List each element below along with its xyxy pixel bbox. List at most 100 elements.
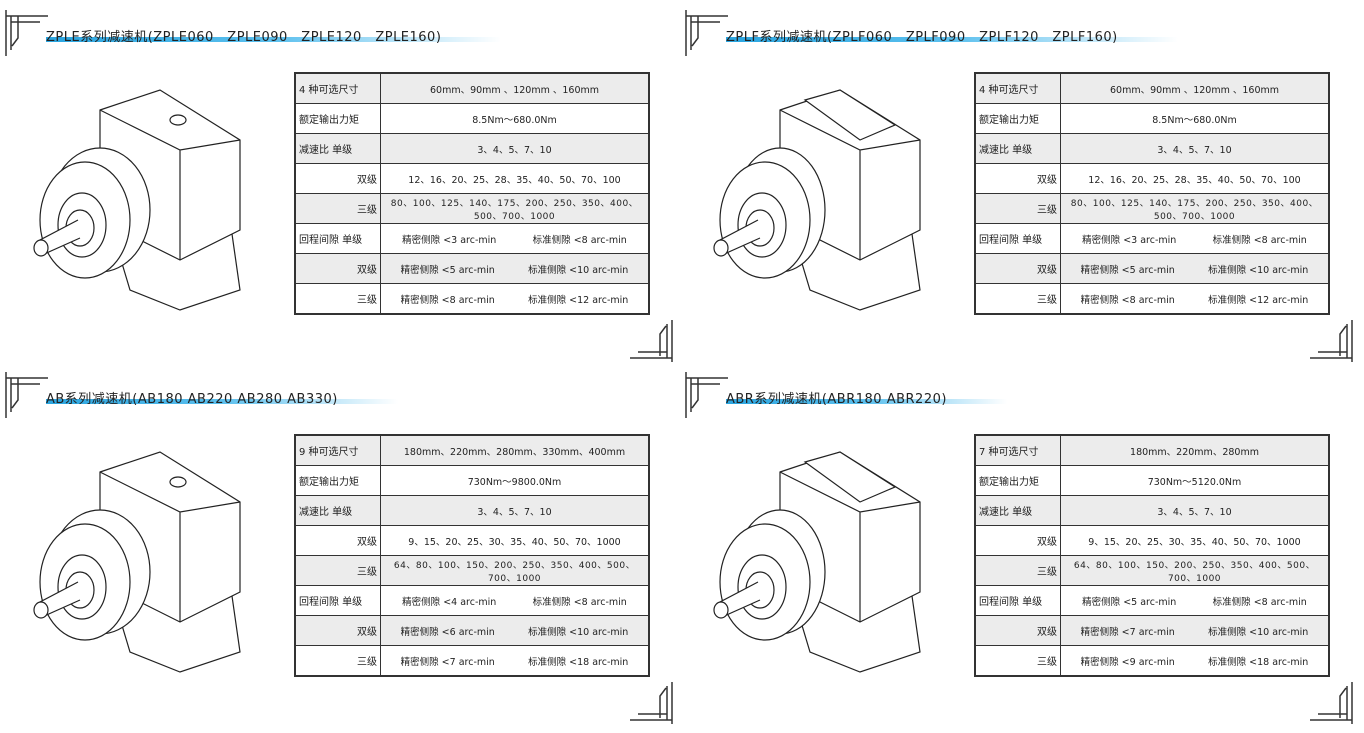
precision-backlash: 精密侧隙 <8 arc-min <box>1080 294 1175 306</box>
section-title: ZPLE系列减速机(ZPLE060 ZPLE090 ZPLE120 ZPLE16… <box>46 26 502 45</box>
standard-backlash: 标准侧隙 <8 arc-min <box>1212 234 1307 246</box>
section-title: ABR系列减速机(ABR180 ABR220) <box>726 388 1007 407</box>
spec-label: 额定输出力矩 <box>294 465 381 496</box>
precision-backlash: 精密侧隙 <3 arc-min <box>402 234 497 246</box>
standard-backlash: 标准侧隙 <8 arc-min <box>1212 596 1307 608</box>
corner-ornament-icon <box>630 320 673 362</box>
spec-value: 8.5Nm～680.0Nm <box>1060 103 1330 134</box>
standard-backlash: 标准侧隙 <10 arc-min <box>1208 264 1309 276</box>
standard-backlash: 标准侧隙 <12 arc-min <box>528 294 629 306</box>
spec-label: 三级 <box>974 283 1061 315</box>
spec-value: 80、100、125、140、175、200、250、350、400、500、7… <box>1060 193 1330 224</box>
spec-row: 三级 精密侧隙 <8 arc-min 标准侧隙 <12 arc-min <box>974 283 1330 315</box>
corner-ornament-icon <box>685 10 728 56</box>
spec-label: 三级 <box>294 193 381 224</box>
product-section: ZPLE系列减速机(ZPLE060 ZPLE090 ZPLE120 ZPLE16… <box>0 0 682 366</box>
spec-value: 9、15、20、25、30、35、40、50、70、1000 <box>1060 525 1330 556</box>
spec-row: 双级 精密侧隙 <7 arc-min 标准侧隙 <10 arc-min <box>974 615 1330 646</box>
spec-label: 回程间隙 单级 <box>294 585 381 616</box>
spec-value: 60mm、90mm 、120mm 、160mm <box>380 72 650 104</box>
spec-label: 三级 <box>294 555 381 586</box>
spec-value: 12、16、20、25、28、35、40、50、70、100 <box>1060 163 1330 194</box>
spec-label: 7 种可选尺寸 <box>974 434 1061 466</box>
precision-backlash: 精密侧隙 <3 arc-min <box>1082 234 1177 246</box>
standard-backlash: 标准侧隙 <12 arc-min <box>1208 294 1309 306</box>
spec-label: 双级 <box>974 525 1061 556</box>
spec-value: 12、16、20、25、28、35、40、50、70、100 <box>380 163 650 194</box>
spec-label: 9 种可选尺寸 <box>294 434 381 466</box>
standard-backlash: 标准侧隙 <10 arc-min <box>1208 626 1309 638</box>
spec-label: 三级 <box>294 283 381 315</box>
spec-label: 双级 <box>294 253 381 284</box>
precision-backlash: 精密侧隙 <9 arc-min <box>1080 656 1175 668</box>
spec-label: 额定输出力矩 <box>974 103 1061 134</box>
spec-value: 9、15、20、25、30、35、40、50、70、1000 <box>380 525 650 556</box>
spec-value: 64、80、100、150、200、250、350、400、500、700、10… <box>1060 555 1330 586</box>
spec-value: 60mm、90mm 、120mm 、160mm <box>1060 72 1330 104</box>
standard-backlash: 标准侧隙 <8 arc-min <box>532 234 627 246</box>
spec-label: 双级 <box>294 525 381 556</box>
standard-backlash: 标准侧隙 <8 arc-min <box>532 596 627 608</box>
spec-label: 减速比 单级 <box>294 133 381 164</box>
spec-label: 双级 <box>974 615 1061 646</box>
precision-backlash: 精密侧隙 <5 arc-min <box>1082 596 1177 608</box>
precision-backlash: 精密侧隙 <5 arc-min <box>400 264 495 276</box>
standard-backlash: 标准侧隙 <18 arc-min <box>528 656 629 668</box>
spec-value: 64、80、100、150、200、250、350、400、500、700、10… <box>380 555 650 586</box>
standard-backlash: 标准侧隙 <18 arc-min <box>1208 656 1309 668</box>
corner-ornament-icon <box>5 372 48 418</box>
product-section: AB系列减速机(AB180 AB220 AB280 AB330) 9 种可选尺寸… <box>0 362 682 728</box>
precision-backlash: 精密侧隙 <6 arc-min <box>400 626 495 638</box>
precision-backlash: 精密侧隙 <7 arc-min <box>1080 626 1175 638</box>
spec-label: 双级 <box>974 163 1061 194</box>
spec-value: 8.5Nm～680.0Nm <box>380 103 650 134</box>
spec-label: 额定输出力矩 <box>974 465 1061 496</box>
spec-label: 回程间隙 单级 <box>974 585 1061 616</box>
spec-label: 双级 <box>294 163 381 194</box>
spec-value: 80、100、125、140、175、200、250、350、400、500、7… <box>380 193 650 224</box>
spec-label: 回程间隙 单级 <box>294 223 381 254</box>
spec-row: 三级 精密侧隙 <9 arc-min 标准侧隙 <18 arc-min <box>974 645 1330 677</box>
spec-label: 额定输出力矩 <box>294 103 381 134</box>
gearbox-drawing <box>33 451 241 673</box>
spec-value: 730Nm～5120.0Nm <box>1060 465 1330 496</box>
spec-value: 180mm、220mm、280mm、330mm、400mm <box>380 434 650 466</box>
corner-ornament-icon <box>5 10 48 56</box>
spec-label: 减速比 单级 <box>294 495 381 526</box>
spec-label: 三级 <box>974 555 1061 586</box>
spec-value: 3、4、5、7、10 <box>380 495 650 526</box>
spec-value: 730Nm～9800.0Nm <box>380 465 650 496</box>
spec-label: 三级 <box>974 193 1061 224</box>
precision-backlash: 精密侧隙 <7 arc-min <box>400 656 495 668</box>
spec-label: 三级 <box>974 645 1061 677</box>
spec-value: 180mm、220mm、280mm <box>1060 434 1330 466</box>
standard-backlash: 标准侧隙 <10 arc-min <box>528 626 629 638</box>
gearbox-drawing <box>713 451 921 673</box>
spec-row: 回程间隙 单级 精密侧隙 <3 arc-min 标准侧隙 <8 arc-min <box>294 223 650 254</box>
